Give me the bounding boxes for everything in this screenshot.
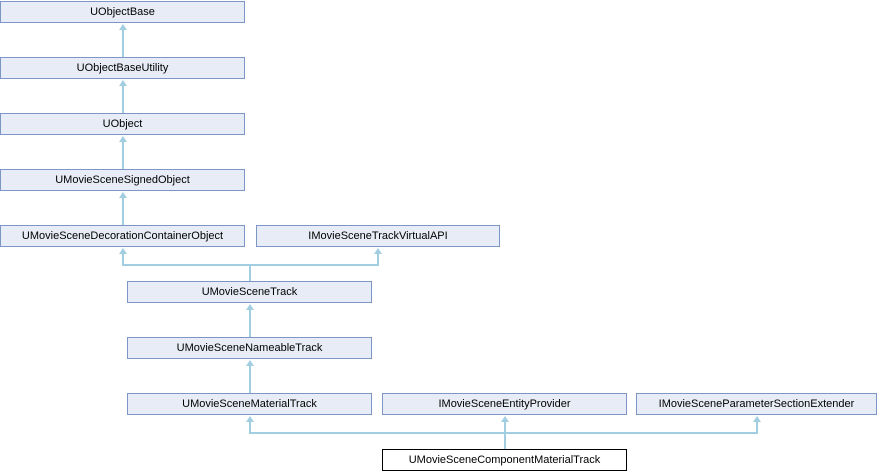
inheritance-arrowhead-icon (118, 192, 127, 198)
inheritance-edge-line (121, 208, 124, 225)
inheritance-edge-line (377, 253, 379, 266)
inheritance-arrowhead-icon (245, 360, 254, 366)
class-node-label: UMovieSceneNameableTrack (176, 341, 323, 354)
inheritance-arrowhead-icon (245, 416, 254, 422)
class-node-UObject[interactable]: UObject (0, 113, 245, 135)
class-node-label: UMovieSceneDecorationContainerObject (21, 229, 224, 242)
class-node-label: IMovieSceneTrackVirtualAPI (308, 229, 448, 242)
class-node-IMovieSceneTrackVirtualAPI[interactable]: IMovieSceneTrackVirtualAPI (256, 225, 500, 247)
inheritance-edge-line (503, 432, 506, 449)
class-node-label: UMovieSceneMaterialTrack (182, 397, 317, 410)
inheritance-edge-line (248, 320, 251, 337)
class-node-UMovieSceneMaterialTrack[interactable]: UMovieSceneMaterialTrack (127, 393, 372, 415)
inheritance-arrowhead-icon (118, 136, 127, 142)
inheritance-arrowhead-icon (118, 248, 127, 254)
inheritance-edge-line (248, 421, 251, 434)
class-node-label: UObjectBase (90, 5, 155, 18)
inheritance-edge-line (121, 264, 379, 266)
class-node-label: UObject (102, 117, 143, 130)
class-node-UObjectBaseUtility[interactable]: UObjectBaseUtility (0, 57, 245, 79)
inheritance-edge-line (121, 253, 124, 266)
class-node-label: UMovieSceneTrack (201, 285, 298, 298)
inheritance-arrowhead-icon (374, 248, 382, 254)
class-node-label: IMovieSceneEntityProvider (438, 397, 571, 410)
class-node-UMovieSceneTrack[interactable]: UMovieSceneTrack (127, 281, 372, 303)
class-node-UMovieSceneNameableTrack[interactable]: UMovieSceneNameableTrack (127, 337, 372, 359)
class-node-label: UObjectBaseUtility (76, 61, 169, 74)
inheritance-arrowhead-icon (752, 416, 761, 422)
inheritance-edge-line (121, 29, 124, 42)
inheritance-edge-line (121, 40, 124, 57)
inheritance-edge-line (248, 309, 251, 322)
inheritance-arrowhead-icon (500, 416, 509, 422)
inheritance-edge-line (503, 421, 506, 434)
inheritance-edge-line (121, 141, 124, 154)
inheritance-edge-line (248, 432, 758, 434)
class-node-IMovieSceneParameterSectionExtender[interactable]: IMovieSceneParameterSectionExtender (636, 393, 877, 415)
inheritance-edge-line (121, 197, 124, 210)
inheritance-arrowhead-icon (245, 304, 254, 310)
class-node-UObjectBase[interactable]: UObjectBase (0, 1, 245, 23)
inheritance-edge-line (248, 365, 251, 378)
class-node-label: IMovieSceneParameterSectionExtender (658, 397, 855, 410)
class-node-UMovieSceneSignedObject[interactable]: UMovieSceneSignedObject (0, 169, 245, 191)
class-node-label: UMovieSceneSignedObject (55, 173, 190, 186)
inheritance-edge-line (121, 85, 124, 98)
inheritance-edge-line (248, 264, 251, 281)
class-node-UMovieSceneComponentMaterialTrack: UMovieSceneComponentMaterialTrack (382, 449, 627, 471)
inheritance-arrowhead-icon (118, 24, 127, 30)
inheritance-edge-line (121, 152, 124, 169)
inheritance-edge-line (755, 421, 758, 434)
inheritance-edge-line (121, 96, 124, 113)
inheritance-edge-line (248, 376, 251, 393)
class-node-UMovieSceneDecorationContainerObject[interactable]: UMovieSceneDecorationContainerObject (0, 225, 245, 247)
class-node-label: UMovieSceneComponentMaterialTrack (408, 453, 601, 466)
inheritance-arrowhead-icon (118, 80, 127, 86)
class-node-IMovieSceneEntityProvider[interactable]: IMovieSceneEntityProvider (382, 393, 627, 415)
